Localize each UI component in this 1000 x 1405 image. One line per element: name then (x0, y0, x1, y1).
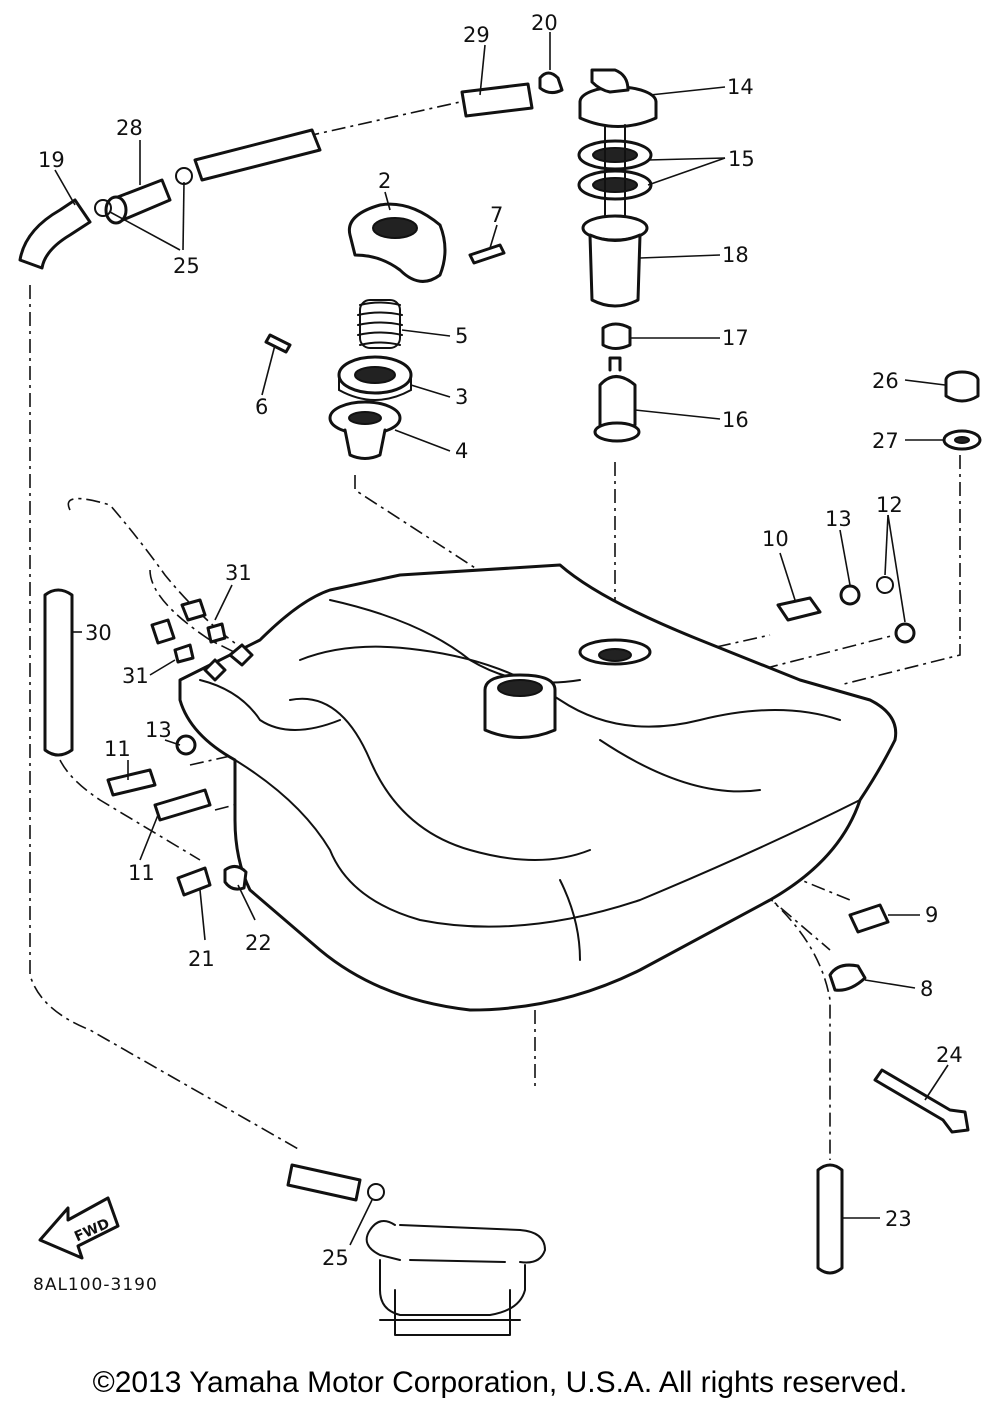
clamp-part (538, 71, 564, 95)
knob-part (828, 963, 867, 992)
clip-part (367, 1183, 385, 1201)
callout-22: 22 (245, 931, 272, 955)
callout-19: 19 (38, 148, 65, 172)
strap-part (873, 1068, 970, 1134)
hose-21-part (176, 866, 212, 897)
fitting-part (601, 322, 632, 350)
grommet-part (944, 370, 980, 403)
callout-15: 15 (728, 147, 755, 171)
pin-part (264, 333, 292, 354)
callout-14: 14 (727, 75, 754, 99)
filler-cap-part (347, 202, 447, 283)
clip-part (175, 167, 193, 185)
ring-seals-part (577, 124, 653, 226)
bolt-11-part (106, 768, 157, 797)
fitting-31-part (173, 643, 195, 664)
callout-11-lower: 11 (128, 861, 155, 885)
copyright-notice: ©2013 Yamaha Motor Corporation, U.S.A. A… (93, 1366, 908, 1399)
callout-21: 21 (188, 947, 215, 971)
callout-29: 29 (463, 23, 490, 47)
fuel-tank (178, 563, 898, 1012)
callout-7: 7 (490, 203, 503, 227)
screw-part (848, 903, 890, 934)
hose-23-part (816, 1163, 844, 1275)
engine-outline (365, 1220, 547, 1336)
callout-9: 9 (925, 903, 938, 927)
bolt-10-part (776, 596, 822, 622)
curved-hose-part (18, 198, 92, 270)
callout-2: 2 (378, 169, 391, 193)
pin-7-part (468, 243, 506, 265)
fitting-31-part (206, 622, 227, 644)
callout-26: 26 (872, 369, 899, 393)
filter-cylinder-part (581, 214, 649, 308)
callout-12: 12 (876, 493, 903, 517)
callout-10: 10 (762, 527, 789, 551)
leader-lines (54, 32, 949, 1246)
callout-4: 4 (455, 439, 468, 463)
clip-12-part (876, 576, 894, 594)
fitting-31-part (150, 618, 176, 645)
fitting-31-part (180, 598, 207, 622)
callout-25-lower: 25 (322, 1246, 349, 1270)
washer-13-part (175, 734, 197, 756)
clip-part (94, 199, 112, 217)
callout-13-right: 13 (825, 507, 852, 531)
callout-6: 6 (255, 395, 268, 419)
callout-28: 28 (116, 116, 143, 140)
callout-24: 24 (936, 1043, 963, 1067)
callout-8: 8 (920, 977, 933, 1001)
washer-part (942, 429, 982, 451)
washer-13-part (839, 584, 861, 606)
hose-29-part (460, 82, 534, 118)
pump-body-part (593, 356, 641, 443)
clamp-22-part (223, 865, 248, 891)
callout-30: 30 (85, 621, 112, 645)
bolt-11-part (153, 788, 212, 822)
hose-lower-part (286, 1163, 362, 1202)
pump-cap-part (578, 68, 658, 128)
callout-18: 18 (722, 243, 749, 267)
fwd-arrow-icon: FWD (38, 1196, 120, 1260)
callout-25-upper: 25 (173, 254, 200, 278)
hose-30-part (43, 588, 74, 757)
callout-3: 3 (455, 385, 468, 409)
callout-labels: 29 20 14 15 18 17 16 2 7 5 3 4 6 28 19 2… (38, 11, 963, 1270)
clip-12-part (894, 622, 916, 644)
ring-part (337, 355, 413, 401)
callout-20: 20 (531, 11, 558, 35)
hose-upper-part (193, 128, 322, 182)
diagram-code: 8AL100-3190 (33, 1275, 158, 1295)
spring-part (357, 299, 403, 349)
callout-16: 16 (722, 408, 749, 432)
joint-part (104, 178, 172, 225)
callout-31-lower: 31 (122, 664, 149, 688)
callout-5: 5 (455, 324, 468, 348)
callout-13-left: 13 (145, 718, 172, 742)
funnel-part (328, 400, 402, 460)
callout-31-upper: 31 (225, 561, 252, 585)
callout-27: 27 (872, 429, 899, 453)
callout-23: 23 (885, 1207, 912, 1231)
callout-17: 17 (722, 326, 749, 350)
callout-11-upper: 11 (104, 737, 131, 761)
